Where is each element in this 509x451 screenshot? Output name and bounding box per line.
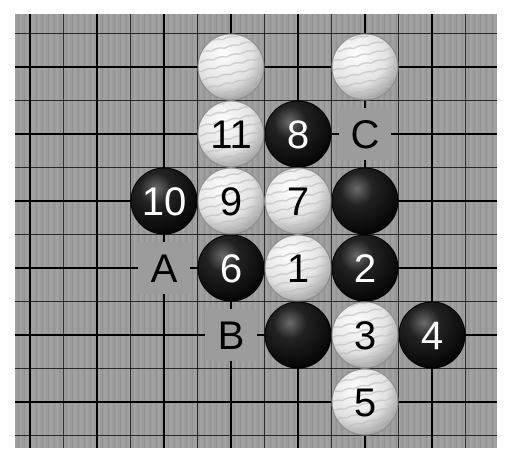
stone-number-8: 8 — [287, 113, 309, 157]
stone-number-6: 6 — [220, 247, 242, 291]
stone-number-7: 7 — [287, 180, 309, 224]
stone-number-1: 1 — [287, 247, 309, 291]
stone-number-9: 9 — [220, 180, 242, 224]
letter-mark-c: C — [351, 113, 380, 157]
stone-number-10: 10 — [142, 180, 187, 224]
stone-number-2: 2 — [354, 247, 376, 291]
stone-number-5: 5 — [354, 381, 376, 425]
white-stone — [332, 34, 398, 100]
black-stone — [332, 168, 398, 234]
white-stone — [198, 34, 264, 100]
stone-number-4: 4 — [421, 314, 443, 358]
letter-mark-b: B — [218, 314, 245, 358]
stone-number-3: 3 — [354, 314, 376, 358]
stone-number-11: 11 — [210, 113, 252, 157]
black-stone — [265, 302, 331, 368]
letter-mark-a: A — [151, 247, 178, 291]
